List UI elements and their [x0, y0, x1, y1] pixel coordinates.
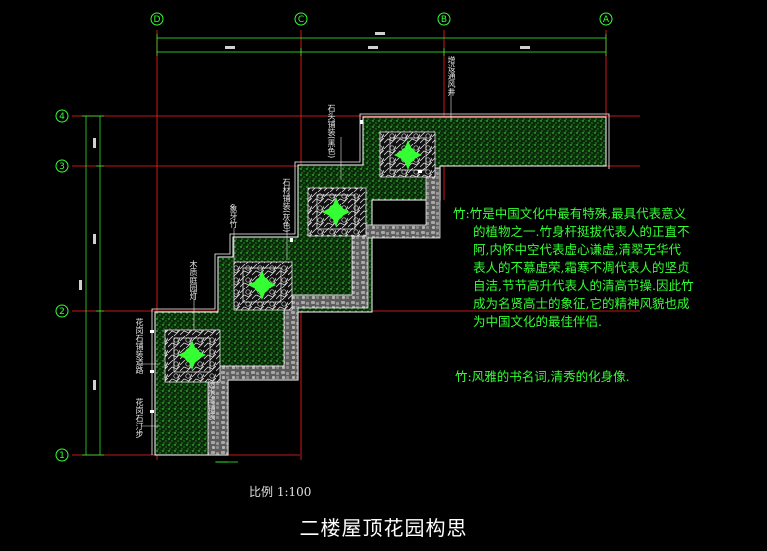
bamboo-description-line-1: 的植物之一.竹身杆挺拔代表人的正直不 [473, 224, 690, 239]
grid-bubble-row-1: 1 [55, 448, 69, 462]
bamboo-description-line-2: 阿,内怀中空代表虚心谦虚,清翠无华代 [473, 242, 681, 257]
leader-lines [141, 88, 452, 463]
grid-label-col-a: A [603, 15, 610, 25]
grid-label-col-b: B [441, 15, 447, 25]
bamboo-description-line-4: 自洁,节节高升代表人的清高节操.因此竹 [473, 278, 694, 293]
dimension-numbers [79, 32, 530, 390]
stone-bed-bottom-left [164, 329, 221, 383]
bamboo-description-first: 竹:竹是中国文化中最有特殊,最具代表意义 [453, 206, 687, 221]
scale-label: 比例 1:100 [249, 485, 312, 499]
bamboo-description-line-3: 表人的不慕虚荣,霜寒不凋代表人的坚贞 [473, 260, 690, 275]
bamboo-description: 竹:竹是中国文化中最有特殊,最具代表意义 的植物之一.竹身杆挺拔代表人的正直不 … [453, 205, 718, 331]
stone-bed-upper-mid [307, 187, 367, 237]
label-stone-paving-gray: 石材铺装(灰色) [282, 178, 291, 233]
grid-label-row-1: 1 [59, 451, 65, 461]
stone-bed-lower-mid [233, 261, 293, 311]
grid-label-col-c: C [298, 15, 304, 25]
dimension-lines [82, 34, 607, 463]
grid-bubble-row-3: 3 [55, 159, 69, 173]
label-ventilation-shaft: 增设通风井 [447, 56, 456, 96]
grid-bubble-col-a: A [599, 12, 613, 26]
paving-path [207, 167, 441, 456]
grid-label-row-2: 2 [59, 307, 65, 317]
label-ivory-bamboo: 象牙竹 [229, 204, 238, 228]
grid-bubbles: D C B A 4 3 2 1 [55, 12, 613, 462]
label-granite-road: 花岗石铺装道路 [135, 318, 144, 374]
stone-bed-top [379, 131, 436, 178]
grid-bubble-row-2: 2 [55, 304, 69, 318]
grid-label-row-3: 3 [59, 162, 65, 172]
bamboo-description-line-5: 成为名贤高士的象征,它的精神风貌也成 [473, 296, 690, 311]
drawing-title: 二楼屋顶花园构思 [299, 516, 468, 540]
garden-outline-outer [151, 113, 610, 455]
bamboo-motto: 竹:风雅的书名词,清秀的化身像. [455, 369, 630, 384]
grid-bubble-col-c: C [294, 12, 308, 26]
bamboo-description-line-6: 为中国文化的最佳伴侣. [473, 314, 602, 329]
label-granite-stepping: 花岗石汀步 [135, 398, 144, 438]
label-stone-paving-black: 石头铺装(黑色) [327, 104, 336, 159]
grid-bubble-row-4: 4 [55, 109, 69, 123]
stepping-stones [150, 120, 422, 413]
grid-bubble-col-d: D [150, 12, 164, 26]
label-permeable-brick: 透水砖铺装 [207, 380, 216, 420]
label-wooden-garden-lamp: 木质庭园灯 [189, 260, 198, 300]
grid-label-row-4: 4 [59, 112, 65, 122]
grid-bubble-col-b: B [437, 12, 451, 26]
grid-label-col-d: D [154, 15, 161, 25]
